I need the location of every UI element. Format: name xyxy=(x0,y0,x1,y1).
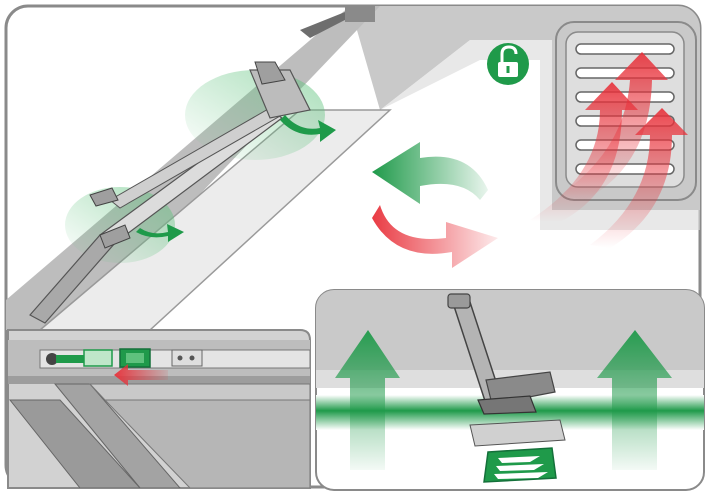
padlock-open-icon xyxy=(487,43,529,85)
ventilation-flap-inset xyxy=(316,290,704,490)
latch-bolt xyxy=(56,355,84,363)
latch-detail-inset xyxy=(8,330,310,488)
ventilation-flap-icon xyxy=(484,448,556,482)
